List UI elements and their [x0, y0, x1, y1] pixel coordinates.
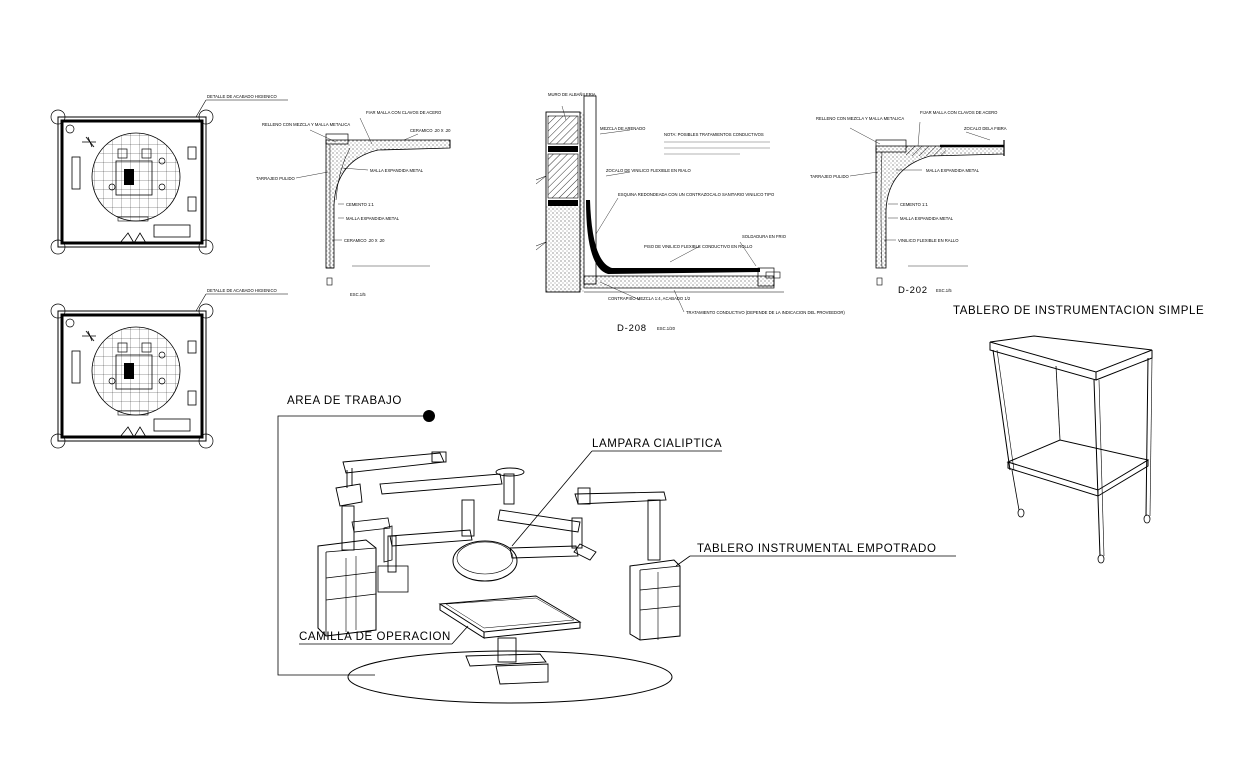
detail-curved-corner-left: FIAR MALLA CON CLAVOS DE ACERO RELLENO C… — [256, 110, 451, 297]
note-right-r2: FIJAR MALLA CON CLAVOS DE ACERO — [920, 110, 998, 115]
note-right-r7: MALLA EXPANDIDA METAL — [900, 216, 954, 221]
note-left-n7: MALLA EXPANDIDA METAL — [346, 216, 400, 221]
note-left-n3: CERAMICO .20 X .20 — [410, 128, 451, 133]
detail-d202: RELLENO CON MEZCLA Y MALLA METALICA FIJA… — [810, 110, 1007, 296]
instrument-table-simple: TABLERO DE INSTRUMENTACION SIMPLE — [953, 305, 1204, 564]
note-left-n4: MALLA EXPANDIDA METAL — [370, 168, 424, 173]
note-mid-m3: NOTA: POSIBLES TRATAMIENTOS CONDUCTIVOS — [664, 132, 764, 137]
note-mid-m1: MURO DE ALBAÑILERIA — [548, 92, 596, 97]
camilla-label: CAMILLA DE OPERACION — [299, 631, 451, 643]
area-trabajo-label: AREA DE TRABAJO — [287, 395, 402, 407]
tablero-empotrado-label: TABLERO INSTRUMENTAL EMPOTRADO — [697, 543, 937, 555]
note-mid-m4: ZOCALO DE VINILICO FLEXIBLE EN RIALO — [606, 168, 691, 173]
detail-finish-label-1: DETALLE DE ACABADO HIGIENICO — [207, 94, 277, 99]
note-mid-m8: CONTRAPISO MEZCLA 1:4, ACABADO 1/2 — [608, 296, 691, 301]
note-right-r5: MALLA EXPANDIDA METAL — [926, 168, 980, 173]
d208-scale: ESC.1/20 — [657, 326, 676, 331]
note-left-n1: FIAR MALLA CON CLAVOS DE ACERO — [366, 110, 442, 115]
tablero-simple-label: TABLERO DE INSTRUMENTACION SIMPLE — [953, 305, 1204, 317]
note-mid-m6: PISO DE VINILICO FLEXIBLE CONDUCTIVO EN … — [644, 244, 753, 249]
note-mid-m9: TRATAMIENTO CONDUCTIVO (DEPENDE DE LA IN… — [686, 310, 845, 315]
lampara-label: LAMPARA CIALIPTICA — [592, 438, 722, 450]
floor-plan-1 — [49, 108, 215, 256]
note-right-r4: TARRAJEO PULIDO — [810, 174, 850, 179]
d202-scale: ESC.1/5 — [936, 288, 952, 293]
note-left-n2: RELLENO CON MEZCLA Y MALLA METALICA — [262, 122, 350, 127]
note-right-r6: CEMENTO 1:1 — [900, 202, 929, 207]
detail-finish-label-2: DETALLE DE ACABADO HIGIENICO — [207, 288, 277, 293]
detail-d208: MURO DE ALBAÑILERIA MEZCLA DE ARENADO NO… — [535, 92, 845, 334]
note-mid-m2: MEZCLA DE ARENADO — [600, 126, 646, 131]
operating-room-3d: AREA DE TRABAJO — [277, 395, 956, 704]
note-right-r3: ZOCALO DELA FIBRA — [964, 126, 1007, 131]
note-left-n6: CEMENTO 1:1 — [346, 202, 375, 207]
left-detail-scale: ESC.1/5 — [350, 292, 366, 297]
note-left-n5: TARRAJEO PULIDO — [256, 176, 296, 181]
floor-plan-2-callout: DETALLE DE ACABADO HIGIENICO — [195, 288, 288, 312]
d208-reference: D-208 — [617, 323, 647, 334]
note-mid-m5: ESQUINA REDONDEADA CON UN CONTRAZOCALO S… — [618, 192, 775, 197]
note-left-n8: CERAMICO .20 X .20 — [344, 238, 385, 243]
note-right-r8: VINILICO FLEXIBLE EN RALLO — [898, 238, 959, 243]
floor-plan-1-callout: DETALLE DE ACABADO HIGIENICO — [195, 94, 288, 118]
floor-plan-2 — [49, 302, 215, 450]
d202-reference: D-202 — [898, 285, 928, 296]
note-mid-m7: SOLDADURA EN FRIO — [742, 234, 787, 239]
note-right-r1: RELLENO CON MEZCLA Y MALLA METALICA — [816, 116, 904, 121]
